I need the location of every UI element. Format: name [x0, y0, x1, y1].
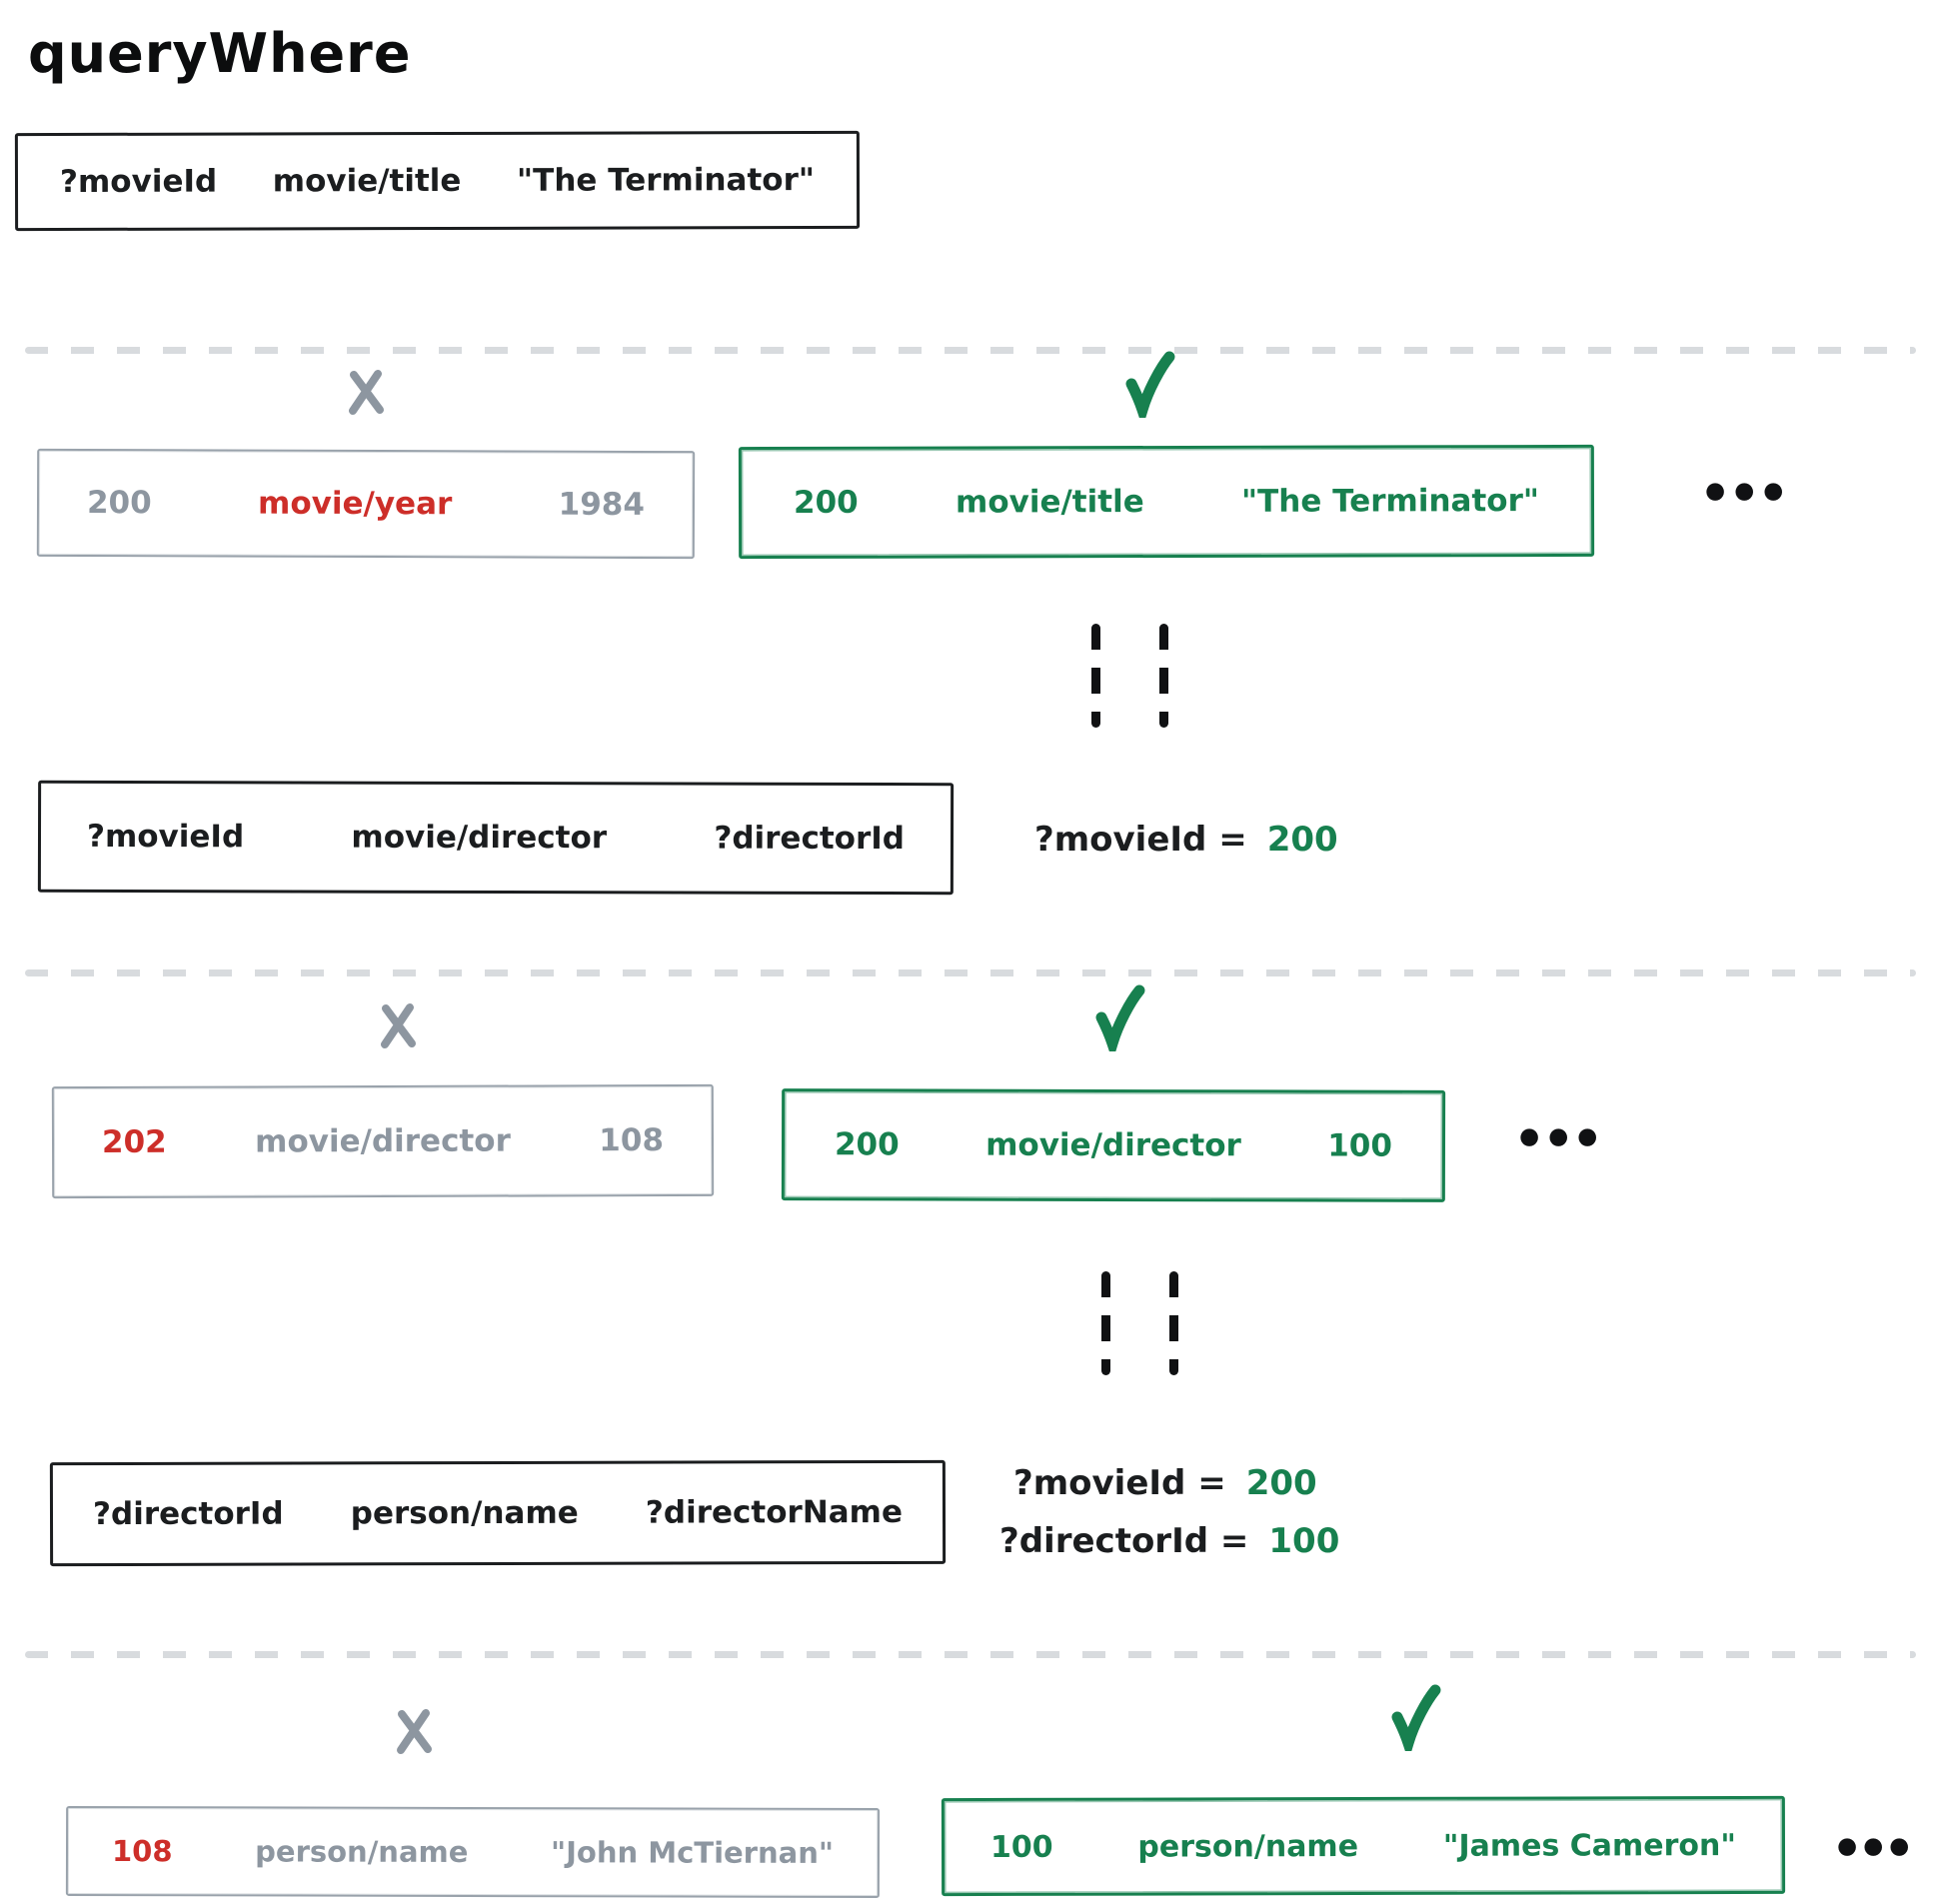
binding-line: ?movieId = 200	[1034, 812, 1338, 868]
datom-value: 100	[1327, 1127, 1393, 1164]
continuation-dashes-icon	[1101, 1271, 1110, 1375]
datom-attribute: person/name	[1137, 1828, 1359, 1865]
datom-entity: ?directorId	[92, 1495, 284, 1533]
binding-variable: ?movieId =	[1013, 1463, 1226, 1503]
checkmark-icon	[1087, 983, 1149, 1062]
datom-attribute: movie/director	[351, 819, 608, 857]
datom-value: "John McTiernan"	[551, 1835, 835, 1870]
checkmark-icon	[1383, 1683, 1445, 1762]
x-mark-icon	[340, 366, 392, 422]
datom-attribute: movie/director	[985, 1126, 1241, 1164]
datom-attribute: movie/year	[258, 485, 453, 523]
continuation-dashes-icon	[1169, 1271, 1178, 1375]
continuation-dashes-icon	[1159, 624, 1168, 728]
datom-entity: 202	[101, 1123, 167, 1160]
datom-entity: 200	[793, 484, 859, 521]
continuation-dashes-icon	[1091, 624, 1100, 728]
datom-attribute: person/name	[255, 1834, 469, 1869]
datom-value: ?directorName	[645, 1493, 904, 1531]
query-pattern-box: ?movieId movie/director ?directorId	[37, 780, 955, 896]
datom-attribute: movie/title	[272, 162, 462, 200]
accepted-datom-box: 200 movie/title "The Terminator"	[738, 444, 1595, 560]
datom-entity: 200	[86, 485, 152, 522]
datom-value: 1984	[558, 486, 646, 523]
rejected-datom-box: 202 movie/director 108	[51, 1083, 715, 1199]
query-pattern-box: ?movieId movie/title "The Terminator"	[14, 130, 861, 232]
binding-variable: ?directorId =	[999, 1521, 1249, 1561]
binding-variable: ?movieId =	[1034, 820, 1247, 860]
datom-entity: 100	[989, 1829, 1053, 1865]
datom-attribute: movie/title	[955, 484, 1144, 521]
binding-value: 200	[1266, 820, 1338, 860]
accepted-datom-box: 200 movie/director 100	[781, 1088, 1446, 1202]
rejected-datom-box: 108 person/name "John McTiernan"	[65, 1805, 881, 1899]
binding-value: 100	[1268, 1521, 1340, 1561]
datom-entity: ?movieId	[59, 163, 218, 200]
x-mark-icon	[388, 1705, 440, 1761]
binding-line: ?movieId = 200	[1013, 1457, 1317, 1509]
datom-attribute: person/name	[350, 1494, 579, 1532]
ellipsis-dots: ●●●	[1705, 478, 1793, 504]
section-divider	[25, 969, 1916, 976]
binding-line: ?directorId = 100	[999, 1515, 1339, 1567]
ellipsis-dots: ●●●	[1519, 1123, 1607, 1149]
datom-value: "The Terminator"	[516, 162, 816, 199]
binding-value: 200	[1245, 1463, 1317, 1503]
query-pattern-box: ?directorId person/name ?directorName	[49, 1459, 947, 1567]
x-mark-icon	[372, 999, 424, 1055]
ellipsis-dots: ●●●	[1837, 1833, 1916, 1859]
section-divider	[25, 1651, 1916, 1658]
datom-attribute: movie/director	[255, 1122, 511, 1160]
checkmark-icon	[1117, 350, 1179, 429]
section-divider	[25, 347, 1916, 354]
accepted-datom-box: 100 person/name "James Cameron"	[941, 1795, 1786, 1897]
rejected-datom-box: 200 movie/year 1984	[36, 448, 696, 560]
datom-value: ?directorId	[714, 820, 906, 858]
datom-entity: ?movieId	[86, 818, 245, 856]
datom-value: "The Terminator"	[1240, 483, 1540, 520]
datom-entity: 108	[111, 1834, 173, 1869]
datom-entity: 200	[834, 1126, 900, 1163]
datom-value: "James Cameron"	[1442, 1827, 1737, 1864]
page-title: queryWhere	[28, 22, 412, 85]
datom-value: 108	[599, 1122, 665, 1159]
